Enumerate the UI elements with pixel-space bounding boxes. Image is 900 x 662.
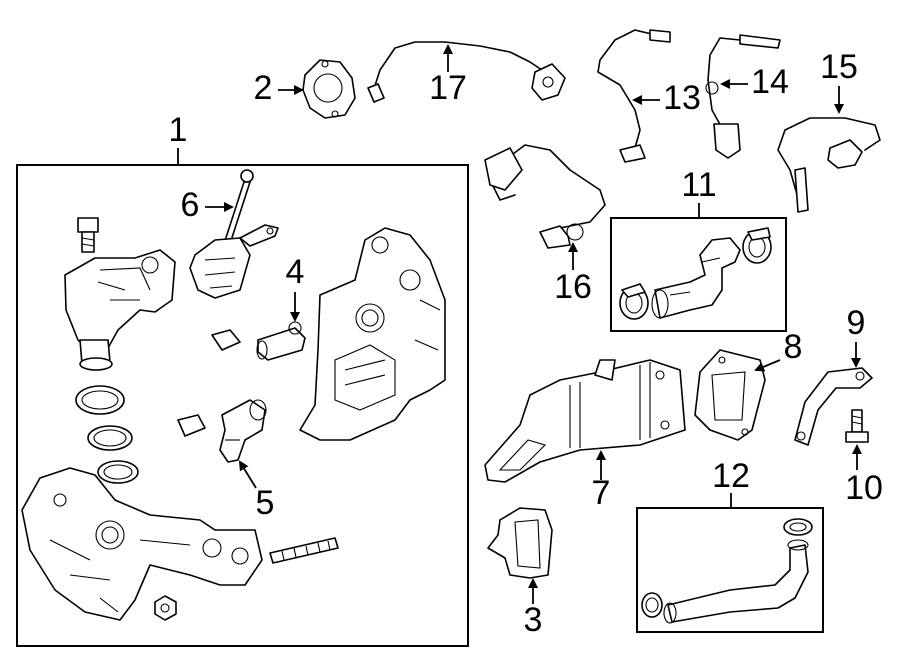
bolt-part xyxy=(77,217,99,253)
stud-part xyxy=(269,537,339,564)
group-box-1 xyxy=(16,164,469,647)
egr-cooler-part-7 xyxy=(484,359,686,483)
sensor-part-4 xyxy=(211,321,306,361)
callout-17: 17 xyxy=(429,69,467,107)
callout-8: 8 xyxy=(784,328,803,366)
sensor-part-13 xyxy=(597,29,671,163)
leader-8 xyxy=(754,359,781,372)
egr-lower-housing xyxy=(21,467,263,621)
actuator-part xyxy=(189,169,279,299)
egr-valve-body xyxy=(64,249,176,371)
callout-13: 13 xyxy=(663,79,701,117)
callout-6: 6 xyxy=(181,186,200,224)
callout-2: 2 xyxy=(254,69,273,107)
hose-part-11 xyxy=(619,227,772,320)
gasket-part-8 xyxy=(694,349,766,441)
group-box-12 xyxy=(636,507,824,633)
callout-16: 16 xyxy=(554,268,592,306)
sensor-part-17 xyxy=(367,41,566,103)
callout-10: 10 xyxy=(845,469,883,507)
leader-5 xyxy=(238,460,257,489)
hose-part-12 xyxy=(641,518,813,624)
callout-11: 11 xyxy=(681,166,716,204)
callout-7: 7 xyxy=(592,474,611,512)
sensor-part-16 xyxy=(484,144,606,249)
egr-cooler-housing xyxy=(299,227,446,441)
o-ring xyxy=(75,385,125,415)
gasket-part-2 xyxy=(302,59,356,119)
callout-15: 15 xyxy=(820,48,858,86)
nut-part xyxy=(154,595,177,621)
callout-1: 1 xyxy=(169,111,188,149)
callout-12: 12 xyxy=(712,457,750,495)
bolt-part-10 xyxy=(845,409,869,443)
callout-4: 4 xyxy=(286,253,305,291)
bracket-part-9 xyxy=(794,367,873,446)
sensor-part-15 xyxy=(777,117,881,213)
callout-3: 3 xyxy=(524,601,543,639)
callout-14: 14 xyxy=(751,63,789,101)
sensor-part-14 xyxy=(705,34,781,159)
elbow-part xyxy=(177,399,267,463)
callout-5: 5 xyxy=(256,484,275,522)
gasket-part-3 xyxy=(487,507,553,579)
callout-9: 9 xyxy=(847,304,866,342)
